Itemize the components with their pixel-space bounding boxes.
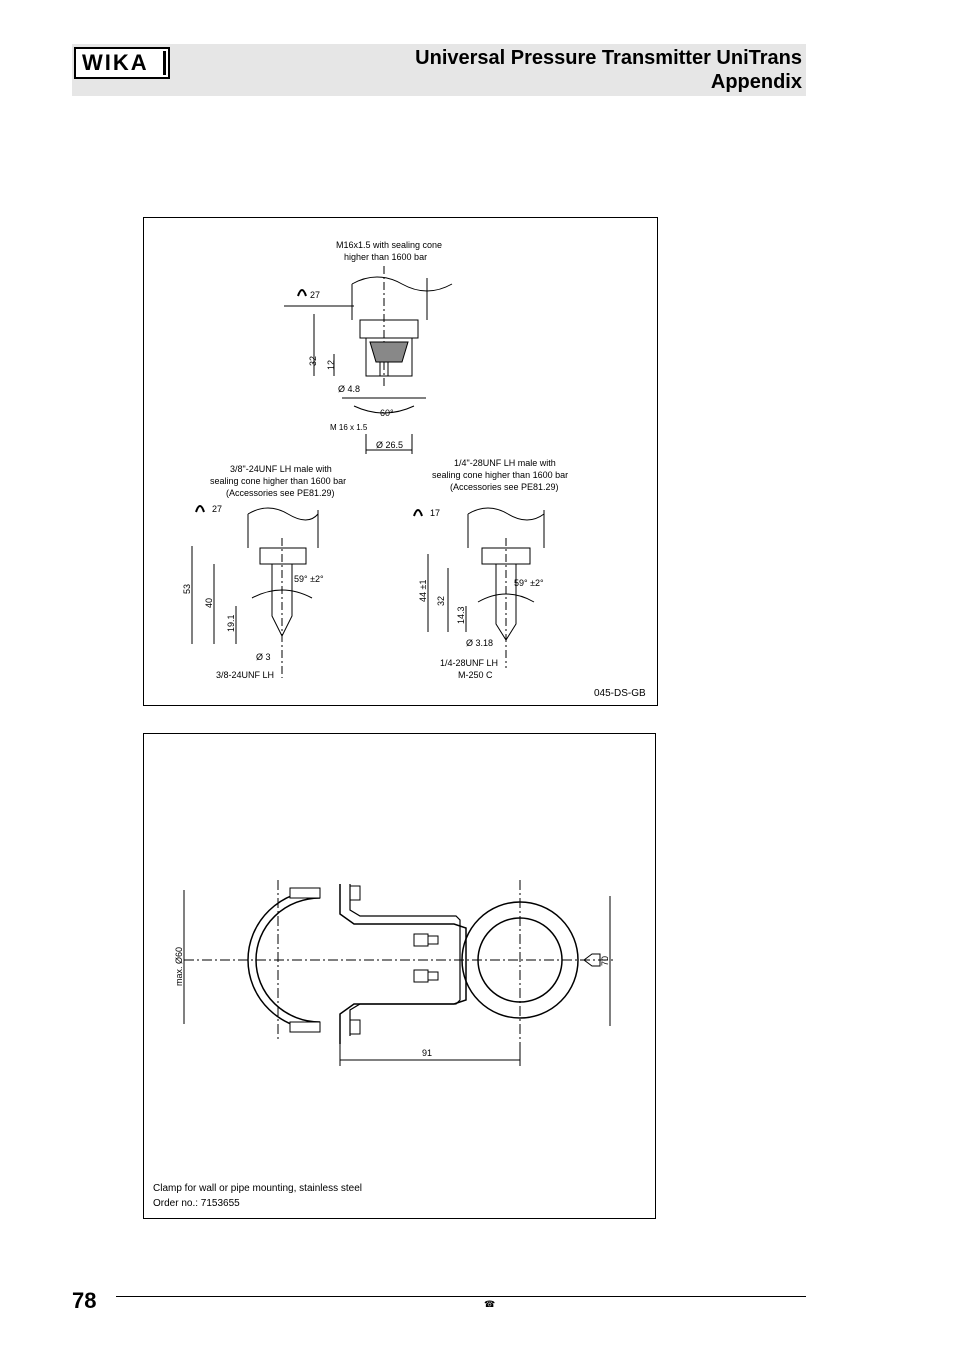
left-label-3: (Accessories see PE81.29) [226, 488, 335, 498]
left-d3: Ø 3 [256, 652, 271, 662]
clamp-caption: Clamp for wall or pipe mounting, stainle… [153, 1183, 362, 1194]
connections-drawing: M16x1.5 with sealing cone higher than 16… [182, 240, 646, 699]
drawing-clamp-frame: max. Ø60 70 91 Clamp for wall or pipe mo… [143, 733, 656, 1219]
right-dim-44: 44 ±1 [418, 580, 428, 602]
right-d318: Ø 3.18 [466, 638, 493, 648]
dim-12: 12 [326, 360, 336, 370]
dim-60: 60° [380, 408, 394, 418]
left-angle: 59° ±2° [294, 574, 324, 584]
wrench-right: 17 [430, 508, 440, 518]
right-thread-2: M-250 C [458, 670, 493, 680]
top-label-2: higher than 1600 bar [344, 252, 427, 262]
wika-logo: WIKA [74, 47, 170, 79]
right-label-2: sealing cone higher than 1600 bar [432, 470, 568, 480]
dim-70: 70 [600, 956, 610, 966]
left-dim-53: 53 [182, 584, 192, 594]
top-label-1: M16x1.5 with sealing cone [336, 240, 442, 250]
logo-text: WIKA [82, 50, 149, 75]
wrench-top: 27 [310, 290, 320, 300]
clamp-drawing: max. Ø60 70 91 [174, 880, 616, 1066]
dim-d265: Ø 26.5 [376, 440, 403, 450]
dim-max60: max. Ø60 [174, 947, 184, 986]
right-thread-1: 1/4-28UNF LH [440, 658, 498, 668]
clamp-order-number: Order no.: 7153655 [153, 1198, 240, 1209]
page-number: 78 [72, 1288, 97, 1313]
footer-rule [116, 1296, 806, 1297]
dim-91: 91 [422, 1048, 432, 1058]
dim-d48: Ø 4.8 [338, 384, 360, 394]
dim-32: 32 [308, 356, 318, 366]
title-line-2: Appendix [710, 71, 802, 93]
wrench-left: 27 [212, 504, 222, 514]
wrench-icon [195, 505, 205, 513]
phone-icon: ☎ [484, 1299, 496, 1309]
page-title: Universal Pressure Transmitter UniTrans … [415, 46, 802, 94]
left-thread: 3/8-24UNF LH [216, 670, 274, 680]
left-dim-191: 19.1 [226, 614, 236, 632]
right-angle: 59° ±2° [514, 578, 544, 588]
dim-m16: M 16 x 1.5 [330, 423, 368, 432]
wrench-icon [297, 289, 307, 297]
right-dim-143: 14.3 [456, 606, 466, 624]
drawing-code: 045-DS-GB [594, 688, 646, 699]
drawing-connections-frame: M16x1.5 with sealing cone higher than 16… [143, 217, 658, 706]
left-dim-40: 40 [204, 598, 214, 608]
wrench-icon [413, 509, 423, 517]
title-line-1: Universal Pressure Transmitter UniTrans [415, 47, 802, 69]
right-label-1: 1/4"-28UNF LH male with [454, 458, 556, 468]
right-label-3: (Accessories see PE81.29) [450, 482, 559, 492]
left-label-2: sealing cone higher than 1600 bar [210, 476, 346, 486]
right-dim-32: 32 [436, 596, 446, 606]
left-label-1: 3/8"-24UNF LH male with [230, 464, 332, 474]
header-band [72, 44, 806, 96]
